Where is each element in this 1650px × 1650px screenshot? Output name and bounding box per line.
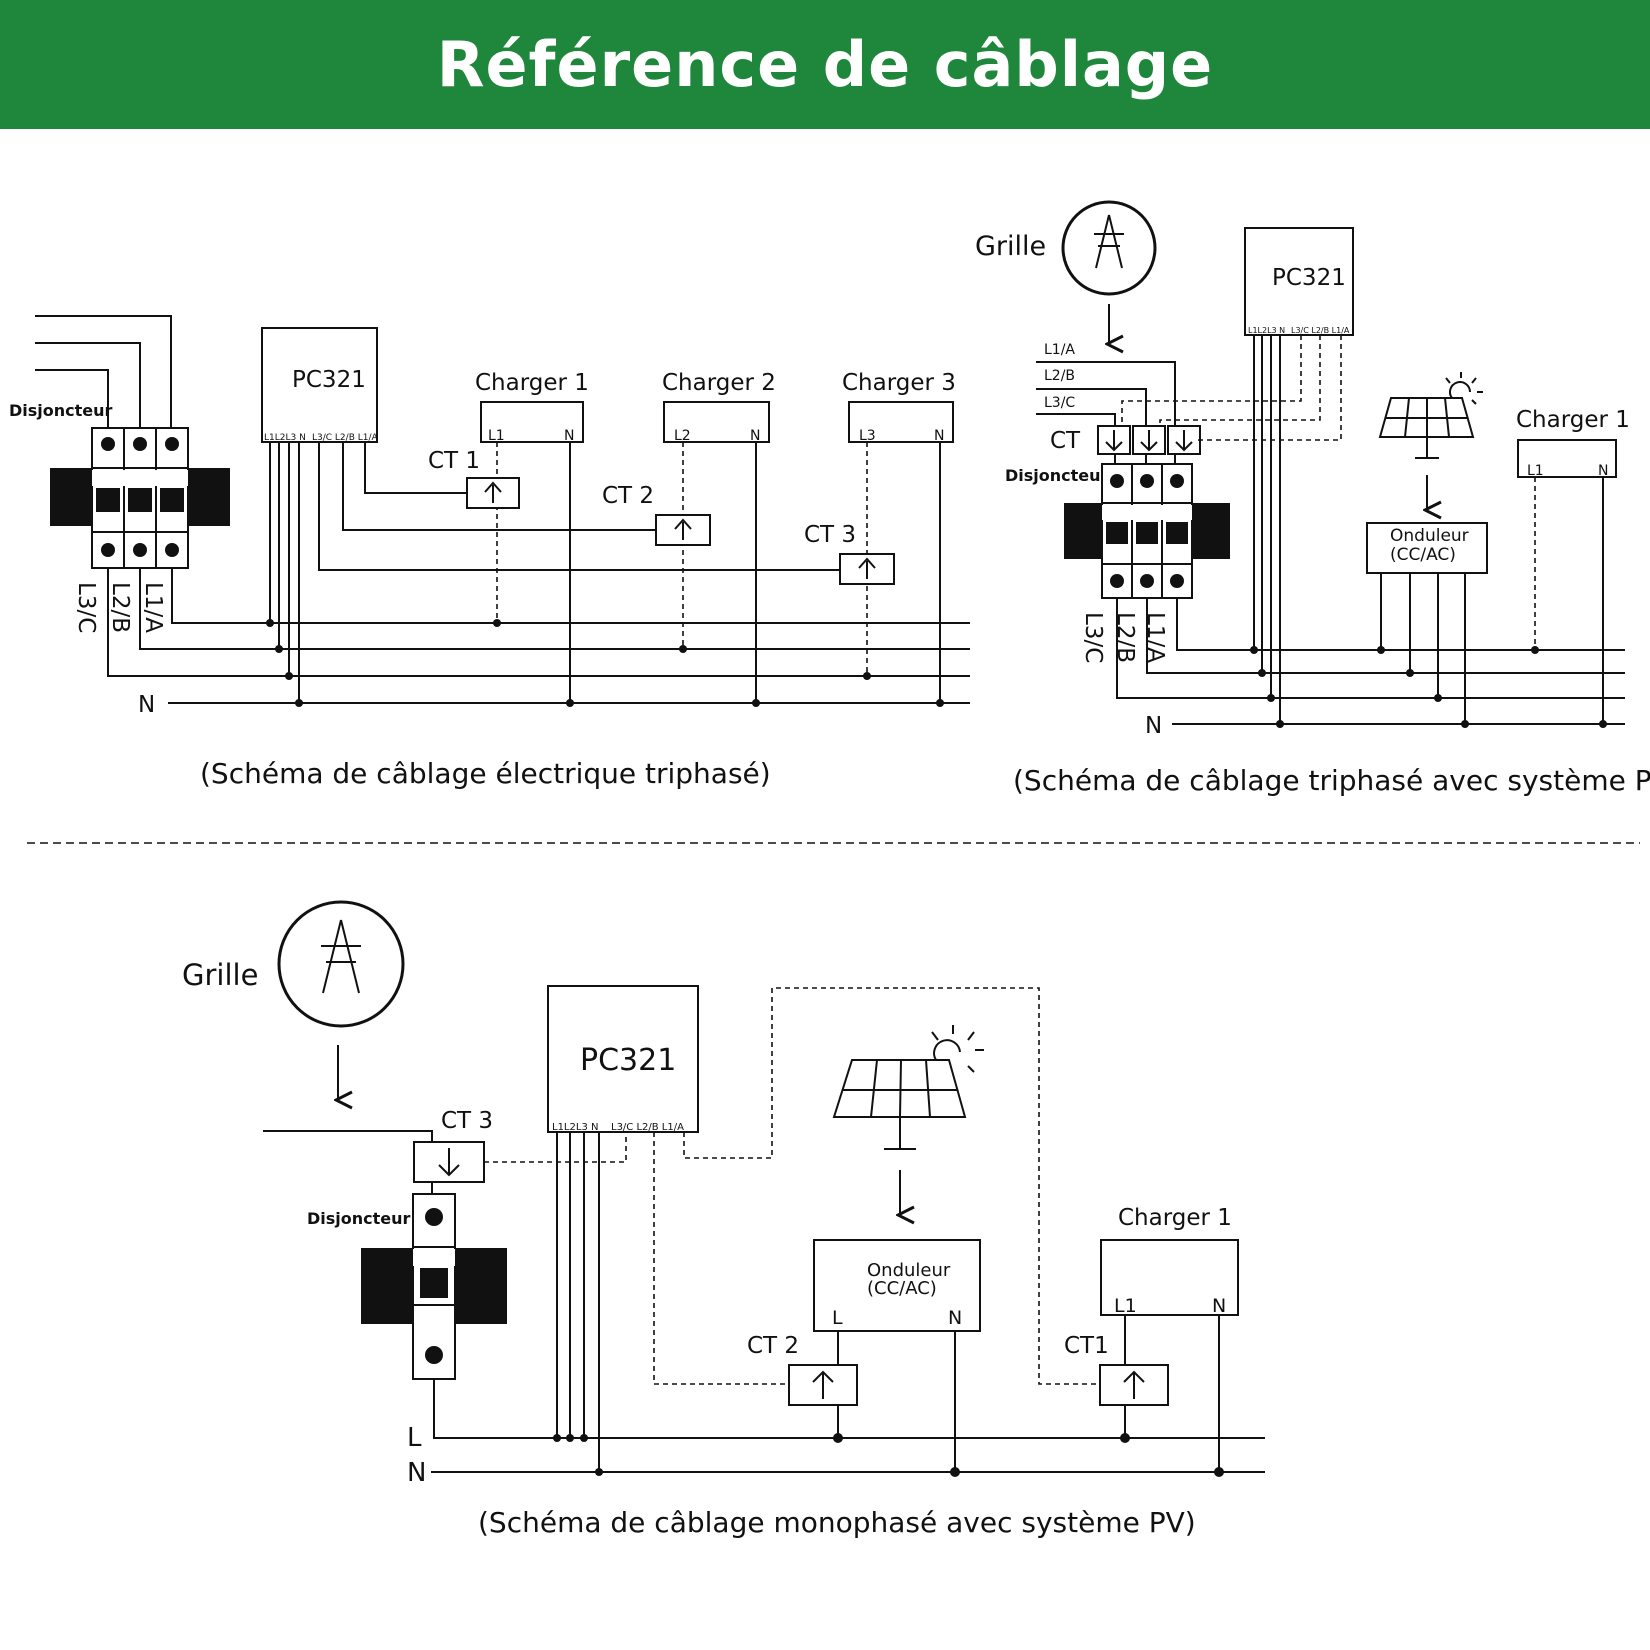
phase-label-l1: L1/A [140, 582, 166, 633]
inverter-3-type: (CC/AC) [867, 1278, 937, 1299]
ct1-label: CT 1 [428, 448, 480, 474]
charger-2: Charger 2 L2 N CT 2 [602, 370, 776, 703]
charger-pv-n: N [1598, 463, 1608, 479]
charger-3-n: N [934, 428, 944, 444]
charger-3-name: Charger 3 [842, 370, 956, 396]
ct-label: CT [1050, 428, 1081, 454]
charger-2-l: L2 [674, 428, 691, 444]
grid-pylon-icon [1061, 200, 1157, 296]
caption-three-phase: (Schéma de câblage électrique triphasé) [200, 757, 771, 790]
inverter-3: Onduleur (CC/AC) L N [813, 1239, 981, 1332]
inverter-3-n: N [948, 1307, 962, 1329]
terminals-right: L3/C L2/B L1/A [312, 433, 378, 443]
breaker-label: Disjoncteur [9, 401, 113, 420]
ct2-label-3: CT 2 [747, 1333, 799, 1359]
phase-label-l3: L3/C [73, 582, 99, 633]
pc321-device-2: PC321 L1L2L3 N L3/C L2/B L1/A [1244, 227, 1354, 336]
input-l3: L3/C [1044, 395, 1075, 411]
ct2-label: CT 2 [602, 483, 654, 509]
charger-pv-l: L1 [1527, 463, 1544, 479]
phase2-l2: L2/B [1112, 612, 1138, 663]
ct3-label: CT 3 [804, 522, 856, 548]
device-label-2: PC321 [1272, 265, 1346, 291]
terminals-left-2: L1L2L3 N [1248, 326, 1285, 335]
charger-2-1: Charger 1 L1 N [1516, 407, 1630, 724]
ct3-label-3: CT 3 [441, 1108, 493, 1134]
phase-label-l2: L2/B [107, 582, 133, 633]
breaker-label-2: Disjoncteur [1005, 466, 1109, 485]
charger-sp-n: N [1212, 1295, 1226, 1317]
charger-1-n: N [564, 428, 574, 444]
diagram-three-phase-pv: Grille L1/A L2/B L3/C CT Disjoncteur [975, 200, 1650, 797]
breaker-label-3: Disjoncteur [307, 1209, 411, 1228]
input-l2: L2/B [1044, 368, 1075, 384]
caption-single-phase-pv: (Schéma de câblage monophasé avec systèm… [478, 1506, 1196, 1539]
neutral-label: N [138, 692, 155, 718]
charger-3-1: Charger 1 L1 N [1100, 1205, 1239, 1317]
device-label: PC321 [292, 367, 366, 393]
inverter-3-name: Onduleur [867, 1260, 951, 1281]
caption-three-phase-pv: (Schéma de câblage triphasé avec système… [1013, 764, 1650, 797]
page-title: Référence de câblage [436, 28, 1214, 101]
charger-sp-name: Charger 1 [1118, 1205, 1232, 1231]
terminals-right-3: L3/C L2/B L1/A [611, 1122, 684, 1133]
input-l1: L1/A [1044, 342, 1075, 358]
bus-l-label: L [407, 1423, 422, 1453]
charger-3-l: L3 [859, 428, 876, 444]
inverter-2-name: Onduleur [1390, 526, 1469, 546]
inverter-2: Onduleur (CC/AC) [1366, 522, 1488, 574]
charger-1-l: L1 [488, 428, 505, 444]
charger-1-name: Charger 1 [475, 370, 589, 396]
neutral-label-2: N [1145, 713, 1162, 739]
charger-2-n: N [750, 428, 760, 444]
inverter-3-l: L [832, 1307, 843, 1329]
solar-panel-icon-3 [832, 1025, 984, 1150]
terminals-left: L1L2L3 N [264, 433, 306, 443]
charger-2-name: Charger 2 [662, 370, 776, 396]
charger-1: Charger 1 L1 N CT 1 [428, 370, 589, 703]
grid-label-3: Grille [182, 958, 258, 992]
breaker [50, 427, 230, 569]
pc321-device-3: PC321 L1L2L3 N L3/C L2/B L1/A [547, 985, 699, 1133]
charger-pv-name: Charger 1 [1516, 407, 1630, 433]
charger-sp-l: L1 [1114, 1295, 1137, 1317]
title-banner: Référence de câblage [0, 0, 1650, 129]
terminals-left-3: L1L2L3 N [552, 1122, 598, 1133]
breaker-2 [1064, 463, 1230, 599]
diagram-three-phase: Disjoncteur L3/C L2/B L1/A N PC321 L1L2L… [9, 315, 970, 790]
phase2-l3: L3/C [1080, 612, 1106, 663]
pc321-device: PC321 L1L2L3 N L3/C L2/B L1/A [261, 327, 378, 443]
device-label-3: PC321 [580, 1043, 676, 1078]
grid-label: Grille [975, 231, 1046, 262]
bus-n-label: N [407, 1458, 426, 1488]
ct1-label-3: CT1 [1064, 1333, 1109, 1359]
terminals-right-2: L3/C L2/B L1/A [1291, 326, 1350, 335]
solar-panel-icon [1378, 372, 1483, 459]
charger-3: Charger 3 L3 N CT 3 [804, 370, 956, 703]
inverter-2-type: (CC/AC) [1390, 545, 1456, 565]
diagram-single-phase-pv: Grille CT 3 Disjoncteur L N PC321 [182, 900, 1265, 1539]
grid-pylon-icon-3 [277, 900, 405, 1028]
phase2-l1: L1/A [1142, 612, 1168, 663]
